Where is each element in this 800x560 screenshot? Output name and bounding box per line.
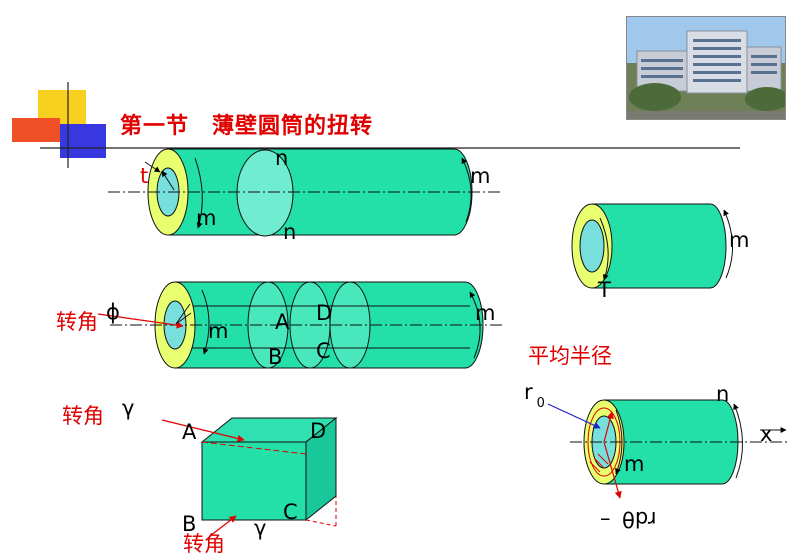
phi-symbol: ϕ [106, 300, 120, 324]
campus-building-photo [626, 16, 786, 120]
rotation-angle-label: 转角 [56, 310, 98, 334]
point-label-a: A [275, 310, 290, 334]
point-label-b: B [268, 345, 283, 369]
slide-title: 第一节 薄壁圆筒的扭转 [120, 113, 374, 139]
arc-element-dash: – [600, 506, 611, 530]
rotation-angle-label-top: 转角 [62, 404, 104, 428]
moment-label-right: m [470, 164, 491, 188]
gamma-symbol-top: γ [122, 396, 135, 420]
moment-label-left: m [196, 206, 217, 230]
block-front-face [201, 441, 307, 521]
point-label-c: C [283, 500, 298, 524]
figure-2-tube [97, 281, 505, 369]
moment-arrow-right [461, 157, 472, 223]
figure-5-tube [547, 399, 790, 499]
moment-label-right: m [475, 301, 496, 325]
figure-4-block [161, 416, 338, 537]
torque-label: T [598, 278, 611, 302]
section-label-n-top: n [275, 146, 289, 170]
section-label-n: n [716, 382, 730, 406]
angle-pointer-bottom [209, 515, 237, 537]
section-nn [236, 149, 294, 237]
figure-3-tube [571, 203, 734, 289]
moment-label-left: m [208, 319, 229, 343]
rotation-angle-label-bottom: 转角 [183, 532, 225, 556]
point-label-d: D [310, 419, 327, 443]
angle-pointer-top [161, 419, 245, 442]
moment-arrow-left [194, 157, 203, 229]
moment-label: m [624, 452, 645, 476]
gamma-symbol-bottom: γ [254, 516, 267, 540]
point-label-a: A [182, 420, 197, 444]
radius-subscript: 0 [536, 396, 545, 411]
wall-thickness-label: t [140, 164, 149, 188]
red-bar [12, 118, 60, 142]
axis-label-x: x [760, 422, 773, 446]
section-label-n-bottom: n [283, 220, 297, 244]
radius-symbol: r [524, 380, 533, 404]
rotation-angle-pointer [97, 313, 184, 329]
mean-radius-heading: 平均半径 [528, 344, 612, 368]
point-label-b: B [182, 512, 197, 536]
photo-graphic [627, 17, 785, 119]
point-label-c: C [316, 339, 331, 363]
arc-element-label: rdθ [622, 507, 657, 531]
corner-decoration [12, 82, 740, 168]
moment-label: m [729, 228, 750, 252]
figure-1-tube [108, 148, 500, 237]
point-label-d: D [316, 301, 333, 325]
